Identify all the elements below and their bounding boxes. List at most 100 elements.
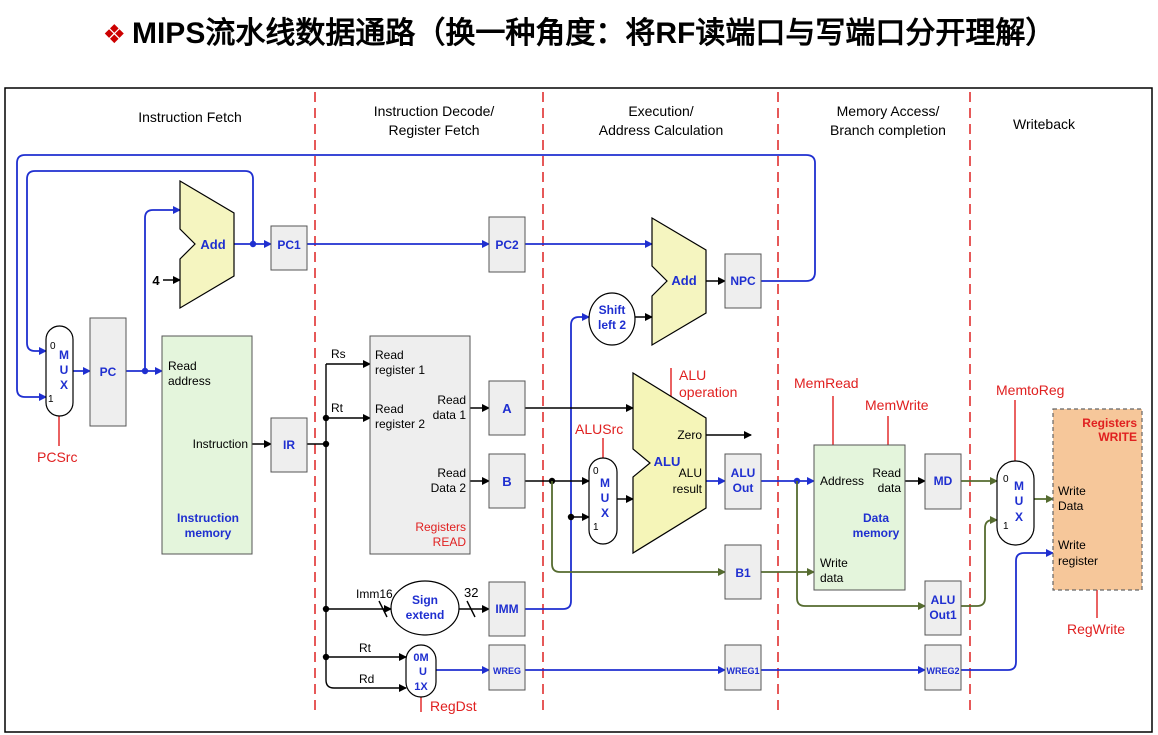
junction-imm16	[322, 605, 330, 613]
alu-out-box	[724, 453, 762, 510]
pc-adder-label: Add	[200, 237, 225, 252]
wire-add-to-mux	[26, 170, 254, 355]
instruction-memory: Read address Instruction Instruction mem…	[161, 335, 253, 555]
wire-wreg2-to-regw	[961, 549, 1054, 671]
wire-npc-to-mux	[16, 154, 816, 401]
wreg2-register: WREG2	[924, 644, 962, 691]
pc2-label: PC2	[495, 238, 519, 252]
pc-mux-in0: 0	[50, 341, 56, 352]
md-label: MD	[934, 474, 953, 488]
alu-op-label-2: operation	[679, 384, 737, 400]
const-4-label: 4	[152, 273, 160, 288]
md-box	[924, 453, 962, 510]
alu-op-label-1: ALU	[679, 367, 706, 383]
wreg-label: WREG	[493, 666, 521, 676]
wire-imm32-slash	[466, 600, 476, 618]
wreg1-box	[724, 644, 762, 691]
regdst-label: RegDst	[430, 698, 477, 714]
alu-zero-label: Zero	[677, 428, 702, 442]
memtoreg-mux-x: X	[1015, 510, 1023, 524]
ir-label: IR	[283, 438, 295, 452]
imm16-label: Imm16	[356, 587, 393, 601]
imm32-label: 32	[464, 585, 478, 600]
alu-label: ALU	[654, 454, 681, 469]
register-file-write: Registers WRITE Write Data Write registe…	[1052, 408, 1143, 591]
pc2-box	[488, 216, 526, 273]
regdst-mux-label-u: U	[419, 666, 427, 678]
md-register: MD	[924, 453, 962, 510]
dmem-address-label: Address	[820, 474, 864, 488]
stage-exec-label-1: Execution/	[628, 103, 693, 119]
pc-box	[89, 317, 127, 427]
control-lines	[58, 368, 1098, 712]
rf-read1-label-2: register 1	[375, 363, 425, 377]
rt2-label: Rt	[359, 641, 372, 655]
memtoreg-mux-in1: 1	[1003, 521, 1009, 532]
branch-adder-shape	[651, 216, 707, 347]
sign-extend: Sign extend	[390, 580, 460, 636]
regw-reg-label-2: register	[1058, 554, 1098, 568]
ir-box	[270, 417, 308, 473]
shift-left-2: Shift left 2	[588, 292, 636, 346]
stage-mem-label-2: Branch completion	[830, 122, 946, 138]
pc-adder: Add	[179, 179, 235, 310]
b-register: B	[488, 453, 526, 509]
rd-label: Rd	[359, 672, 374, 686]
wire-pc-to-add	[144, 206, 181, 371]
wreg2-label: WREG2	[926, 666, 959, 676]
alusrc-mux-m: M	[600, 476, 610, 490]
junction-pc-out	[141, 367, 149, 375]
register-file-read: Read register 1 Read register 2 Read dat…	[369, 335, 471, 555]
imem-instruction-label: Instruction	[193, 437, 248, 451]
wire-b-to-b1	[551, 481, 726, 576]
stage-dividers	[314, 92, 971, 716]
junction-ir	[322, 440, 330, 448]
rf-data1-label-2: data 1	[433, 408, 467, 422]
data-memory-box	[813, 444, 906, 591]
wreg-box	[488, 644, 526, 691]
data-memory: Address Read data Data memory Write data	[813, 444, 906, 591]
black-wires	[163, 276, 926, 692]
rt-label: Rt	[331, 401, 344, 415]
pc-mux-u: U	[60, 363, 69, 377]
alusrc-mux-shape	[588, 457, 618, 545]
npc-label: NPC	[730, 274, 756, 288]
sign-extend-shape	[390, 580, 460, 636]
wreg1-register: WREG1	[724, 644, 762, 691]
rf-data2-label-1: Read	[437, 466, 466, 480]
memtoreg-mux-shape	[996, 460, 1035, 546]
regw-name-2: WRITE	[1098, 430, 1137, 444]
alu-out-register: ALU Out	[724, 453, 762, 510]
dmem-write-label-1: Write	[820, 556, 848, 570]
alusrc-mux-x: X	[601, 506, 609, 520]
sign-extend-label-1: Sign	[412, 593, 438, 607]
alu-result-label-2: result	[673, 482, 703, 496]
alusrc-mux: 0 M U X 1	[588, 457, 618, 545]
memtoreg-label: MemtoReg	[996, 382, 1064, 398]
pc1-box	[270, 225, 308, 271]
b-label: B	[502, 474, 511, 489]
wire-aluout-to-aluout1	[796, 481, 926, 610]
olive-wires	[551, 477, 1054, 610]
shift-left-2-shape	[588, 292, 636, 346]
stage-fetch-label: Instruction Fetch	[138, 109, 242, 125]
alusrc-label: ALUSrc	[575, 421, 623, 437]
stage-decode-label-2: Register Fetch	[388, 122, 479, 138]
wreg1-label: WREG1	[726, 666, 759, 676]
instruction-memory-box	[161, 335, 253, 555]
memtoreg-mux-in0: 0	[1003, 474, 1009, 485]
shift-left-2-label-2: left 2	[598, 318, 626, 332]
a-register: A	[488, 380, 526, 436]
b1-label: B1	[735, 566, 751, 580]
pc-adder-shape	[179, 179, 235, 310]
imm-label: IMM	[495, 602, 518, 616]
imem-read-label-1: Read	[168, 359, 197, 373]
alusrc-mux-u: U	[601, 491, 610, 505]
pc-mux-m: M	[59, 348, 69, 362]
b1-register: B1	[724, 544, 762, 600]
alu-out1-label-2: Out1	[929, 608, 957, 622]
pcsrc-label: PCSrc	[37, 449, 77, 465]
diamond-bullet-icon: ❖	[102, 19, 126, 49]
wreg-register: WREG	[488, 644, 526, 691]
